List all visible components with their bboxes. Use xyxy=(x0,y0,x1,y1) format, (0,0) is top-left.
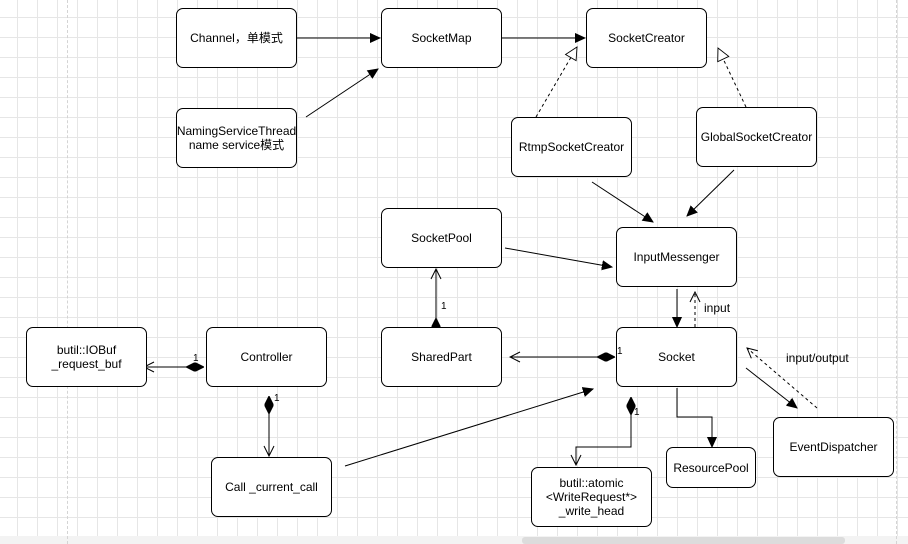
node-atomic-writehead[interactable]: butil::atomic <WriteRequest*> _write_hea… xyxy=(531,467,652,527)
node-socketmap[interactable]: SocketMap xyxy=(381,8,502,68)
multiplicity-controller-iobuf: 1 xyxy=(193,353,199,364)
node-call[interactable]: Call _current_call xyxy=(211,457,332,517)
node-eventdispatcher[interactable]: EventDispatcher xyxy=(773,417,894,477)
multiplicity-controller-call: 1 xyxy=(274,393,280,404)
edge-socket-eventdispatcher xyxy=(745,367,797,408)
edge-socket-resourcepool xyxy=(676,388,712,447)
node-rtmpsocketcreator[interactable]: RtmpSocketCreator xyxy=(511,117,632,177)
node-socketpool[interactable]: SocketPool xyxy=(381,208,502,268)
page-guide-left xyxy=(67,0,68,544)
label-input-output: input/output xyxy=(786,351,849,365)
edge-naming-socketmap xyxy=(305,69,378,118)
node-socketcreator[interactable]: SocketCreator xyxy=(586,8,707,68)
node-controller[interactable]: Controller xyxy=(206,327,327,387)
multiplicity-sharedpart-socketpool: 1 xyxy=(441,301,447,312)
multiplicity-socket-sharedpart: 1 xyxy=(617,346,623,357)
node-channel[interactable]: Channel，单模式 xyxy=(176,8,297,68)
node-socket[interactable]: Socket xyxy=(616,327,737,387)
node-sharedpart[interactable]: SharedPart xyxy=(381,327,502,387)
edge-global-socketcreator xyxy=(718,48,747,108)
edge-socket-atomic xyxy=(576,397,631,465)
edge-call-socket xyxy=(344,389,593,467)
node-namingservicethread[interactable]: NamingServiceThread name service模式 xyxy=(176,108,297,168)
node-globalsocketcreator[interactable]: GlobalSocketCreator xyxy=(696,107,817,167)
label-input: input xyxy=(704,301,731,315)
edge-global-inputmessenger xyxy=(687,169,735,216)
multiplicity-socket-atomic: 1 xyxy=(634,407,640,418)
edge-rtmp-socketcreator xyxy=(535,47,577,118)
node-inputmessenger[interactable]: InputMessenger xyxy=(616,227,737,287)
bottom-scroll-track xyxy=(0,536,908,544)
horizontal-scrollbar[interactable] xyxy=(522,537,845,544)
page-guide-right xyxy=(896,0,897,544)
node-iobuf[interactable]: butil::IOBuf _request_buf xyxy=(26,327,147,387)
edge-socketpool-inputmessenger xyxy=(504,247,612,267)
edge-rtmp-inputmessenger xyxy=(591,181,653,222)
node-resourcepool[interactable]: ResourcePool xyxy=(666,447,756,488)
